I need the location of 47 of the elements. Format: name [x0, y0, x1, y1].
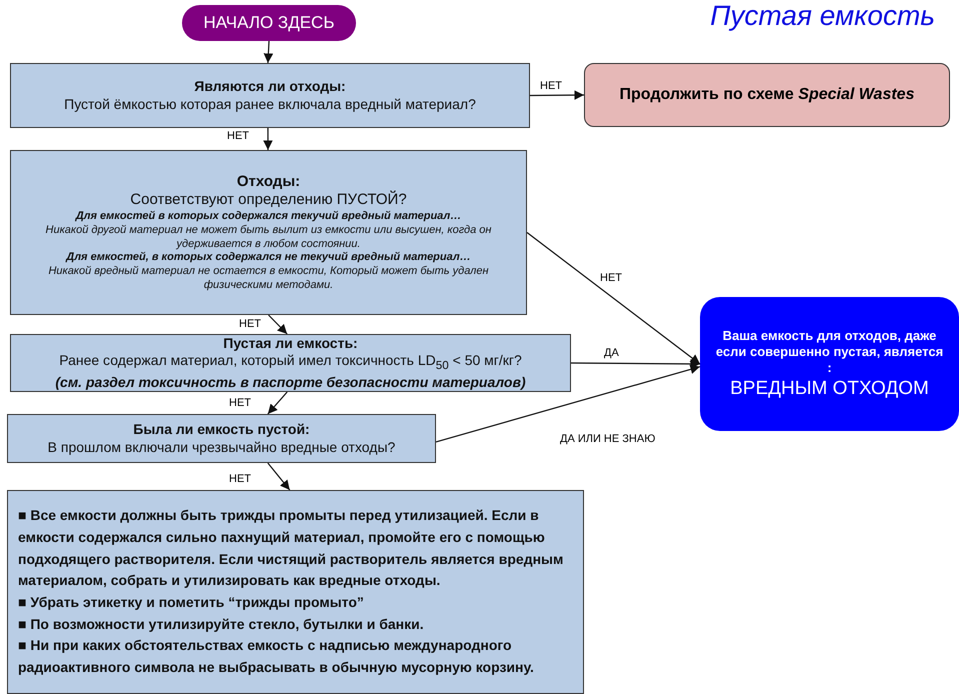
arrow: [268, 314, 288, 334]
question-text: Ранее содержал материал, который имел токсичность LD$_{50}$ < 50 мг/кг?: [59, 352, 522, 374]
question-text: В прошлом включали чрезвычайно вредные отходы?: [48, 438, 396, 456]
criteria-heading: Для емкостей в которых содержался текучий вредный материал…: [76, 210, 462, 224]
result-text: Ваша емкость для отходов, даже если совершенно пустая, является :: [714, 328, 944, 376]
decision-box: [10, 334, 571, 392]
action-box: [584, 63, 950, 127]
instruction-text: ■ Ни при каких обстоятельствах емкость с надписью международного радиоактивного символа не выбрасывать в обычную мусорную корзину.: [18, 636, 535, 678]
question-heading: Пустая ли емкость:: [223, 334, 358, 352]
note-text: (см. раздел токсичность в паспорте безопасности материалов): [55, 374, 526, 392]
diagram-title: Пустая емкость: [710, 0, 935, 32]
arrow: [571, 359, 700, 369]
edge-label: ДА: [602, 347, 621, 359]
arrow: [267, 392, 288, 414]
edge-label: НЕТ: [538, 80, 564, 92]
arrow: [530, 90, 584, 100]
start-terminal: [182, 5, 356, 41]
edge-label: НЕТ: [598, 272, 624, 284]
arrow: [436, 364, 700, 442]
arrow: [263, 128, 273, 150]
question-heading: Отходы:: [236, 172, 300, 192]
criteria-heading: Для емкостей, в которых содержался не текучий вредный материал…: [66, 251, 471, 265]
instruction-box: [7, 490, 584, 694]
decision-box: [7, 414, 436, 463]
criteria-text: Никакой вредный материал не остается в емкости, Который может быть удален физическими методами.: [47, 265, 490, 292]
edge-label: НЕТ: [227, 397, 253, 409]
arrow: [267, 462, 290, 490]
question-heading: Являются ли отходы:: [194, 78, 346, 96]
edge-label: НЕТ: [237, 318, 263, 330]
instruction-text: ■ Все емкости должны быть трижды промыты перед утилизацией. Если в емкости содержался сильно пахнущий материал, промойте его с помощью подходящего растворителя. Если чистящий растворитель является вредным материалом, собрать и утилизировать как вредные отходы.: [18, 506, 564, 590]
instruction-text: ■ По возможности утилизируйте стекло, бутылки и банки.: [18, 614, 424, 634]
arrow: [526, 232, 700, 364]
result-box: [700, 297, 959, 431]
question-heading: Была ли емкость пустой:: [133, 421, 310, 438]
action-text: Продолжить по схеме Special Wastes: [620, 85, 914, 105]
decision-box: [10, 150, 527, 315]
question-text: Пустой ёмкостью которая ранее включала вредный материал?: [64, 96, 476, 113]
result-heading: ВРЕДНЫМ ОТХОДОМ: [730, 376, 929, 400]
instruction-text: ■ Убрать этикетку и пометить “трижды промыто”: [18, 593, 364, 612]
start-label: НАЧАЛО ЗДЕСЬ: [204, 12, 334, 34]
question-text: Соответствуют определению ПУСТОЙ?: [130, 191, 407, 210]
decision-box: [10, 63, 530, 128]
edge-label: ДА ИЛИ НЕ ЗНАЮ: [558, 433, 658, 445]
arrow: [264, 40, 274, 64]
criteria-text: Никакой другой материал не может быть вылит из емкости или высушен, когда он удерживается в любом состоянии.: [44, 224, 492, 252]
edge-label: НЕТ: [227, 473, 253, 485]
edge-label: НЕТ: [225, 130, 251, 142]
